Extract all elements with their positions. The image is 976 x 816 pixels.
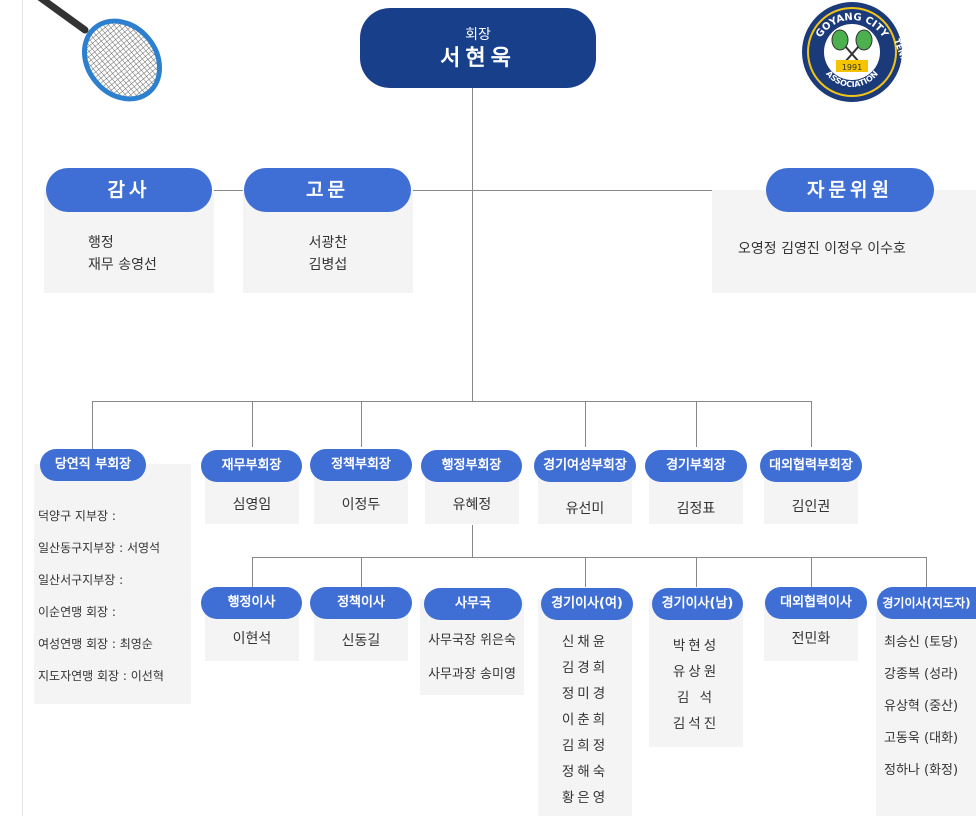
director-line: 신동길 — [341, 633, 381, 649]
vp-head-label: 당연직 부회장 — [40, 449, 146, 481]
advisor-line: 김병섭 — [308, 257, 348, 273]
advisor-line: 서광찬 — [308, 235, 348, 251]
director-label: 행정이사 — [201, 587, 302, 619]
vp-head-line: 이순연맹 회장 : — [38, 605, 116, 619]
director-line: 정하나 (화정) — [884, 763, 959, 778]
director-line: 김경희 — [561, 660, 609, 676]
vp-connector — [696, 401, 697, 447]
vp-label: 정책부회장 — [310, 449, 412, 481]
vp-name: 김정표 — [676, 501, 716, 517]
director-line: 전민화 — [791, 631, 831, 647]
vp-connector — [811, 401, 812, 447]
vp-head-line: 일산서구지부장 : — [38, 573, 124, 587]
svg-text:TENNIS: TENNIS — [892, 38, 904, 72]
vp-name: 심영임 — [232, 497, 272, 513]
auditor-line: 행정 — [88, 235, 114, 251]
vp-head-line: 지도자연맹 회장 : 이선혁 — [38, 669, 164, 683]
director-line: 사무국장 위은숙 — [428, 633, 516, 648]
director-label: 대외협력이사 — [765, 587, 867, 619]
director-line: 정미경 — [561, 686, 609, 702]
director-label: 사무국 — [424, 588, 522, 620]
auditor-label: 감사 — [46, 168, 212, 212]
vp-name: 김인권 — [791, 499, 831, 515]
vp-label: 경기여성부회장 — [534, 450, 636, 482]
director-line: 정해숙 — [561, 764, 609, 780]
vp-label: 대외협력부회장 — [760, 450, 862, 482]
main-trunk-line — [472, 88, 473, 401]
director-trunk-line — [472, 525, 473, 557]
director-connector — [696, 557, 697, 587]
page-divider — [22, 0, 23, 816]
director-branch-line — [252, 557, 927, 558]
vp-connector — [252, 401, 253, 447]
vp-head-line: 덕양구 지부장 : — [38, 509, 116, 523]
director-line: 최승신 (토당) — [884, 635, 959, 650]
vp-name: 이정두 — [341, 497, 381, 513]
vp-label: 경기부회장 — [645, 450, 747, 482]
director-connector — [811, 557, 812, 587]
advisor-label: 고문 — [244, 168, 411, 212]
director-line: 신채윤 — [561, 634, 609, 650]
director-line: 황은영 — [561, 790, 609, 806]
vp-name: 유선미 — [565, 501, 605, 517]
svg-text:1991: 1991 — [842, 63, 862, 72]
vp-head-panel — [34, 464, 191, 704]
vp-connector — [361, 401, 362, 447]
director-line: 이현석 — [232, 631, 272, 647]
director-line: 사무과장 송미영 — [428, 667, 516, 682]
director-line: 이춘희 — [561, 712, 609, 728]
vp-name: 유혜정 — [452, 497, 492, 513]
president-title: 회장 — [465, 27, 491, 43]
consult-names: 오영정 김영진 이정우 이수호 — [738, 241, 906, 257]
advisory-line — [212, 190, 766, 191]
director-connector — [361, 557, 362, 587]
consult-label: 자문위원 — [766, 168, 934, 212]
director-line: 박현성 — [672, 638, 720, 654]
director-label: 정책이사 — [310, 587, 412, 619]
vp-label: 행정부회장 — [421, 450, 522, 482]
director-connector — [585, 557, 586, 587]
director-connector — [252, 557, 253, 587]
director-line: 김 석 — [676, 690, 716, 706]
director-line: 고동욱 (대화) — [884, 731, 959, 746]
vp-head-line: 일산동구지부장 : 서영석 — [38, 541, 161, 555]
auditor-line: 재무 송영선 — [88, 257, 157, 273]
director-panel — [649, 599, 743, 747]
vp-head-line: 여성연맹 회장 : 최영순 — [38, 637, 153, 651]
director-label: 경기이사(지도자) — [877, 587, 976, 619]
vp-label: 재무부회장 — [201, 450, 302, 482]
director-panel — [538, 599, 632, 816]
tennis-racket-icon — [37, 0, 163, 102]
director-line: 김희정 — [561, 738, 609, 754]
director-connector — [926, 557, 927, 587]
director-label: 경기이사(여) — [541, 588, 633, 620]
director-line: 유상원 — [672, 664, 720, 680]
association-emblem-logo: 1991 GOYANG CITY ASSOCIATION TENNIS — [802, 2, 904, 102]
vp-branch-line — [92, 401, 811, 402]
vp-connector — [92, 401, 93, 451]
director-panel — [876, 599, 976, 816]
director-line: 강종복 (성라) — [884, 667, 959, 682]
director-line: 김석진 — [672, 716, 720, 732]
director-line: 유상혁 (중산) — [884, 699, 959, 714]
president-box: 회장 서현욱 — [360, 8, 596, 88]
director-label: 경기이사(남) — [652, 588, 743, 620]
vp-connector — [585, 401, 586, 447]
president-name: 서현욱 — [440, 46, 516, 71]
